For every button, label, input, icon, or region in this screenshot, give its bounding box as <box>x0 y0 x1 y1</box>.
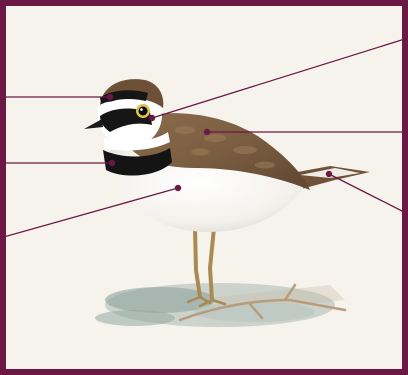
callout-dot-mantle <box>204 129 210 135</box>
callout-dot-tail <box>326 171 332 177</box>
leader-line-eye <box>152 38 408 118</box>
ground-patch <box>95 283 345 327</box>
callout-dot-underparts <box>175 185 181 191</box>
leader-line-tail <box>329 174 408 214</box>
eye <box>139 107 148 116</box>
callout-dot-eye <box>149 115 155 121</box>
bill <box>84 119 103 129</box>
callout-dot-breast-band <box>109 160 115 166</box>
callout-dot-crown <box>107 94 113 100</box>
